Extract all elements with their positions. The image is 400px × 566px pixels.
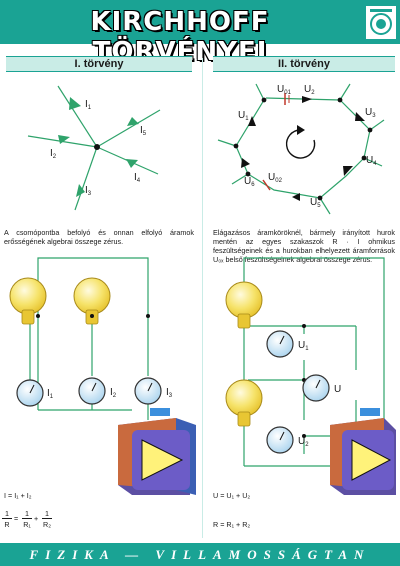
logo-icon xyxy=(370,9,392,35)
header-bar: KIRCHHOFF TÖRVÉNYEI xyxy=(0,0,400,67)
loop-path xyxy=(235,97,371,199)
bulb-icon xyxy=(73,277,111,315)
label-u4: U4 xyxy=(366,155,377,167)
fraction-denominator: R xyxy=(4,520,10,529)
svg-text:I2: I2 xyxy=(110,387,117,399)
fraction-plus: + xyxy=(34,514,39,523)
label-u02: U02 xyxy=(268,172,283,184)
label-i1: I1 xyxy=(85,99,92,111)
branch-i5 xyxy=(96,109,161,148)
arrow-in-i1 xyxy=(69,97,81,110)
fraction-bar xyxy=(2,518,12,519)
battery-icon xyxy=(118,408,196,495)
fraction-bar xyxy=(42,518,52,519)
node-diagram: I1 I2 I3 I4 I5 xyxy=(27,85,161,211)
branch-i1 xyxy=(57,85,98,148)
fraction-denominator: R₂ xyxy=(43,520,51,529)
divider xyxy=(213,71,395,72)
fraction-numerator: 1 xyxy=(5,509,9,518)
law-2-description: Elágazásos áramköröknél, bármely irányít… xyxy=(213,228,395,264)
arrow-in-i3 xyxy=(76,184,85,197)
series-meters: U1 U2 U xyxy=(266,330,341,454)
divider xyxy=(213,56,395,57)
label-u5: U5 xyxy=(310,197,321,209)
bulb-icon xyxy=(225,379,263,417)
arrow-out-i4 xyxy=(126,159,138,168)
formula-resistance-sum: R = R₁ + R₂ xyxy=(213,520,251,529)
section-title-law-1: I. törvény xyxy=(6,57,192,71)
svg-text:U1: U1 xyxy=(298,340,309,352)
divider xyxy=(6,56,192,57)
fraction-numerator: 1 xyxy=(25,509,29,518)
column-divider xyxy=(202,58,203,538)
footer-bar: FIZIKA — VILLAMOSSÁGTAN xyxy=(0,543,400,566)
label-u3: U3 xyxy=(365,107,376,119)
label-u2: U2 xyxy=(304,84,315,96)
fraction-bar xyxy=(22,518,32,519)
label-u6: U6 xyxy=(244,176,255,188)
series-bulbs xyxy=(225,281,306,438)
source-u02 xyxy=(262,179,271,191)
formula-current-sum: I = I₁ + I₂ xyxy=(4,491,32,500)
divider xyxy=(6,71,192,72)
branch-i3 xyxy=(74,146,98,211)
svg-text:U2: U2 xyxy=(298,436,309,448)
footer-title: FIZIKA — VILLAMOSSÁGTAN xyxy=(29,547,371,562)
fraction-denominator: R₁ xyxy=(23,520,31,529)
formula-voltage-sum: U = U₁ + U₂ xyxy=(213,491,251,500)
parallel-bulbs xyxy=(9,277,150,325)
label-i4: I4 xyxy=(134,172,141,184)
fraction-equals: = xyxy=(14,514,19,523)
arrow-in-i2 xyxy=(58,135,70,144)
label-i2: I2 xyxy=(50,148,57,160)
publisher-logo xyxy=(366,6,396,39)
label-i5: I5 xyxy=(140,125,147,137)
arrow-out-i5 xyxy=(127,117,139,126)
circulation-arrow-icon xyxy=(285,129,316,159)
fraction-numerator: 1 xyxy=(45,509,49,518)
label-u1: U1 xyxy=(238,110,249,122)
label-u01: U01 xyxy=(277,84,292,96)
battery-icon xyxy=(330,408,396,495)
label-i3: I3 xyxy=(85,185,92,197)
loop-diagram: U01 U2 U3 U1 U4 U6 U02 U5 xyxy=(217,83,385,215)
svg-text:I1: I1 xyxy=(47,388,54,400)
svg-text:I3: I3 xyxy=(166,387,173,399)
parallel-meters: I1 I2 I3 xyxy=(16,377,173,407)
junction-node xyxy=(94,144,100,150)
svg-text:U: U xyxy=(334,384,341,395)
section-title-law-2: II. törvény xyxy=(213,57,395,71)
law-1-description: A csomópontba befolyó és onnan elfolyó á… xyxy=(4,228,194,246)
bulb-icon xyxy=(9,277,47,315)
bulb-icon xyxy=(225,281,263,319)
